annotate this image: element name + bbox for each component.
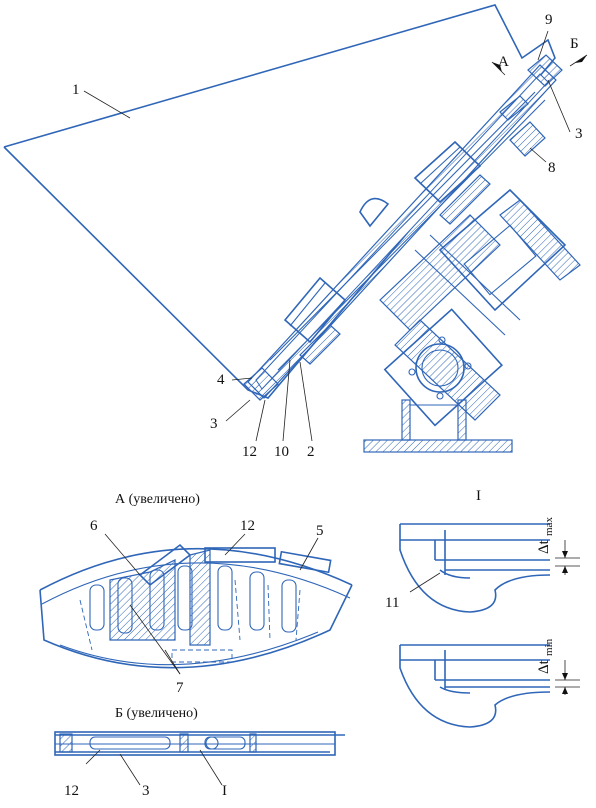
- label-12-view-b: 12: [64, 783, 79, 799]
- main-assembly: [3, 4, 588, 453]
- dt-min-sub: min: [543, 638, 555, 656]
- pedestal: [363, 308, 513, 453]
- label-4: 4: [217, 372, 225, 388]
- caption-view-b: Б (увеличено): [115, 706, 198, 721]
- dim-dt-max: Δt max: [536, 517, 555, 554]
- label-3-top: 3: [575, 126, 583, 142]
- label-3-bottom: 3: [210, 416, 218, 432]
- label-i-view-b: I: [222, 783, 227, 799]
- view-b-detail: [54, 731, 345, 786]
- label-8: 8: [548, 160, 556, 176]
- view-a-detail: [39, 533, 353, 675]
- label-12-view-a: 12: [240, 518, 255, 534]
- label-1: 1: [72, 82, 80, 98]
- label-11: 11: [385, 595, 399, 611]
- view-arrows: [491, 54, 588, 76]
- dt-max-symbol: Δt: [536, 539, 552, 554]
- label-9: 9: [545, 12, 553, 28]
- label-2: 2: [307, 444, 315, 460]
- leader-lines: [83, 30, 571, 442]
- dim-dt-min: Δt min: [536, 638, 555, 674]
- label-12-main: 12: [242, 444, 257, 460]
- gear-housing: [379, 188, 581, 336]
- detail-i-title: I: [476, 488, 481, 504]
- label-3-view-b: 3: [142, 783, 150, 799]
- arrow-label-b: Б: [570, 36, 579, 52]
- label-5: 5: [316, 523, 324, 539]
- caption-view-a: А (увеличено): [115, 492, 200, 507]
- inclined-shaft: [243, 54, 563, 401]
- dt-min-symbol: Δt: [536, 659, 552, 674]
- detail-i: [399, 523, 580, 728]
- label-7: 7: [176, 680, 184, 696]
- label-10: 10: [274, 444, 289, 460]
- arrow-label-a: А: [498, 54, 509, 70]
- dt-max-sub: max: [543, 517, 555, 536]
- label-6: 6: [90, 518, 98, 534]
